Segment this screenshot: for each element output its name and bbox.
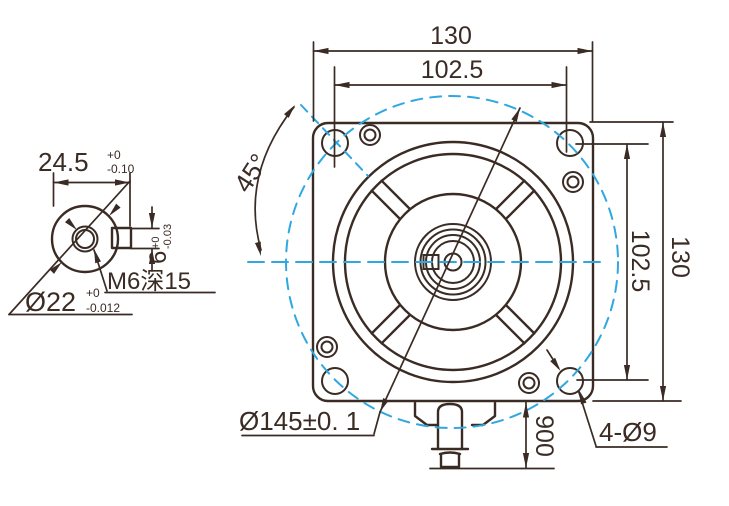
screw-hole-top-left-outer bbox=[359, 124, 381, 146]
flange-view: 45° 130 102.5 102.5 130 bbox=[228, 22, 694, 470]
screw-hole-bottom-right-outer bbox=[518, 372, 540, 394]
screw-hole-bottom-left-inner bbox=[320, 340, 334, 354]
rib-spokes bbox=[370, 179, 536, 345]
key-width-dimension: 6 +0 -0.03 bbox=[130, 206, 174, 272]
dim-key-width-value: 6 bbox=[145, 251, 172, 264]
dim-flange-height-value: 130 bbox=[666, 236, 694, 278]
dim-hole-spacing-v-value: 102.5 bbox=[626, 230, 654, 293]
shaft-diameter-callout: Ø22 +0 -0.012 bbox=[8, 180, 133, 317]
shaft-width-dimension: 24.5 +0 -0.10 bbox=[38, 147, 135, 227]
connector-bracket-left bbox=[413, 401, 440, 427]
dim-shaft-width-tol-lower: -0.10 bbox=[107, 162, 135, 176]
right-spacing-dimension: 102.5 bbox=[575, 143, 654, 381]
mount-hole-bottom-left bbox=[321, 367, 349, 395]
tap-hole-inner-circle bbox=[75, 229, 95, 249]
lead-length-dimension: 900 bbox=[429, 401, 558, 470]
dim-lead-length-value: 900 bbox=[530, 415, 558, 457]
shaft-outline-circle bbox=[50, 204, 120, 274]
shaft-detail-view: 24.5 +0 -0.10 6 +0 -0.03 M6深15 bbox=[8, 147, 216, 317]
dim-angle-value: 45° bbox=[228, 148, 275, 197]
mount-hole-bottom-right bbox=[556, 367, 584, 395]
dim-shaft-diameter-tol-upper: +0 bbox=[86, 286, 100, 300]
key-profile bbox=[110, 226, 133, 250]
cable-connector bbox=[413, 401, 497, 469]
dim-hole-spacing-h-value: 102.5 bbox=[421, 56, 484, 84]
screw-hole-top-right-inner bbox=[566, 175, 580, 189]
tap-hole-outer-circle bbox=[71, 225, 99, 253]
dim-shaft-width-tol-upper: +0 bbox=[107, 148, 121, 162]
mount-holes-callout: 4-Ø9 bbox=[546, 349, 668, 448]
dim-bolt-circle-label: Ø145±0. 1 bbox=[239, 406, 360, 436]
dim-mount-holes-label: 4-Ø9 bbox=[599, 417, 657, 447]
dim-key-width-tol-lower: -0.03 bbox=[162, 224, 174, 249]
screw-hole-top-left-inner bbox=[363, 128, 377, 142]
top-width-dimension: 130 bbox=[312, 22, 594, 122]
screw-hole-top-right-outer bbox=[562, 171, 584, 193]
tap-label: M6深15 bbox=[107, 268, 191, 295]
dim-key-width-tol-upper: +0 bbox=[150, 236, 162, 249]
screw-hole-bottom-right-inner bbox=[522, 376, 536, 390]
tap-callout: M6深15 bbox=[64, 217, 216, 295]
dim-shaft-width-value: 24.5 bbox=[38, 147, 89, 177]
angle-callout: 45° bbox=[228, 105, 295, 256]
right-height-dimension: 130 bbox=[589, 121, 694, 402]
screw-hole-bottom-left-outer bbox=[316, 336, 338, 358]
top-spacing-dimension: 102.5 bbox=[333, 56, 568, 168]
mount-hole-top-right bbox=[556, 129, 584, 157]
connector-bracket-right bbox=[470, 401, 497, 427]
cable-stub bbox=[438, 451, 462, 469]
dim-shaft-diameter-value: Ø22 bbox=[25, 287, 76, 317]
screw-holes bbox=[316, 124, 584, 394]
dim-shaft-diameter-tol-lower: -0.012 bbox=[86, 301, 120, 315]
dim-flange-width-value: 130 bbox=[430, 22, 472, 50]
construction-lines bbox=[247, 95, 619, 429]
connector-body bbox=[436, 402, 464, 451]
bolt-circle-callout: Ø145±0. 1 bbox=[239, 107, 521, 437]
